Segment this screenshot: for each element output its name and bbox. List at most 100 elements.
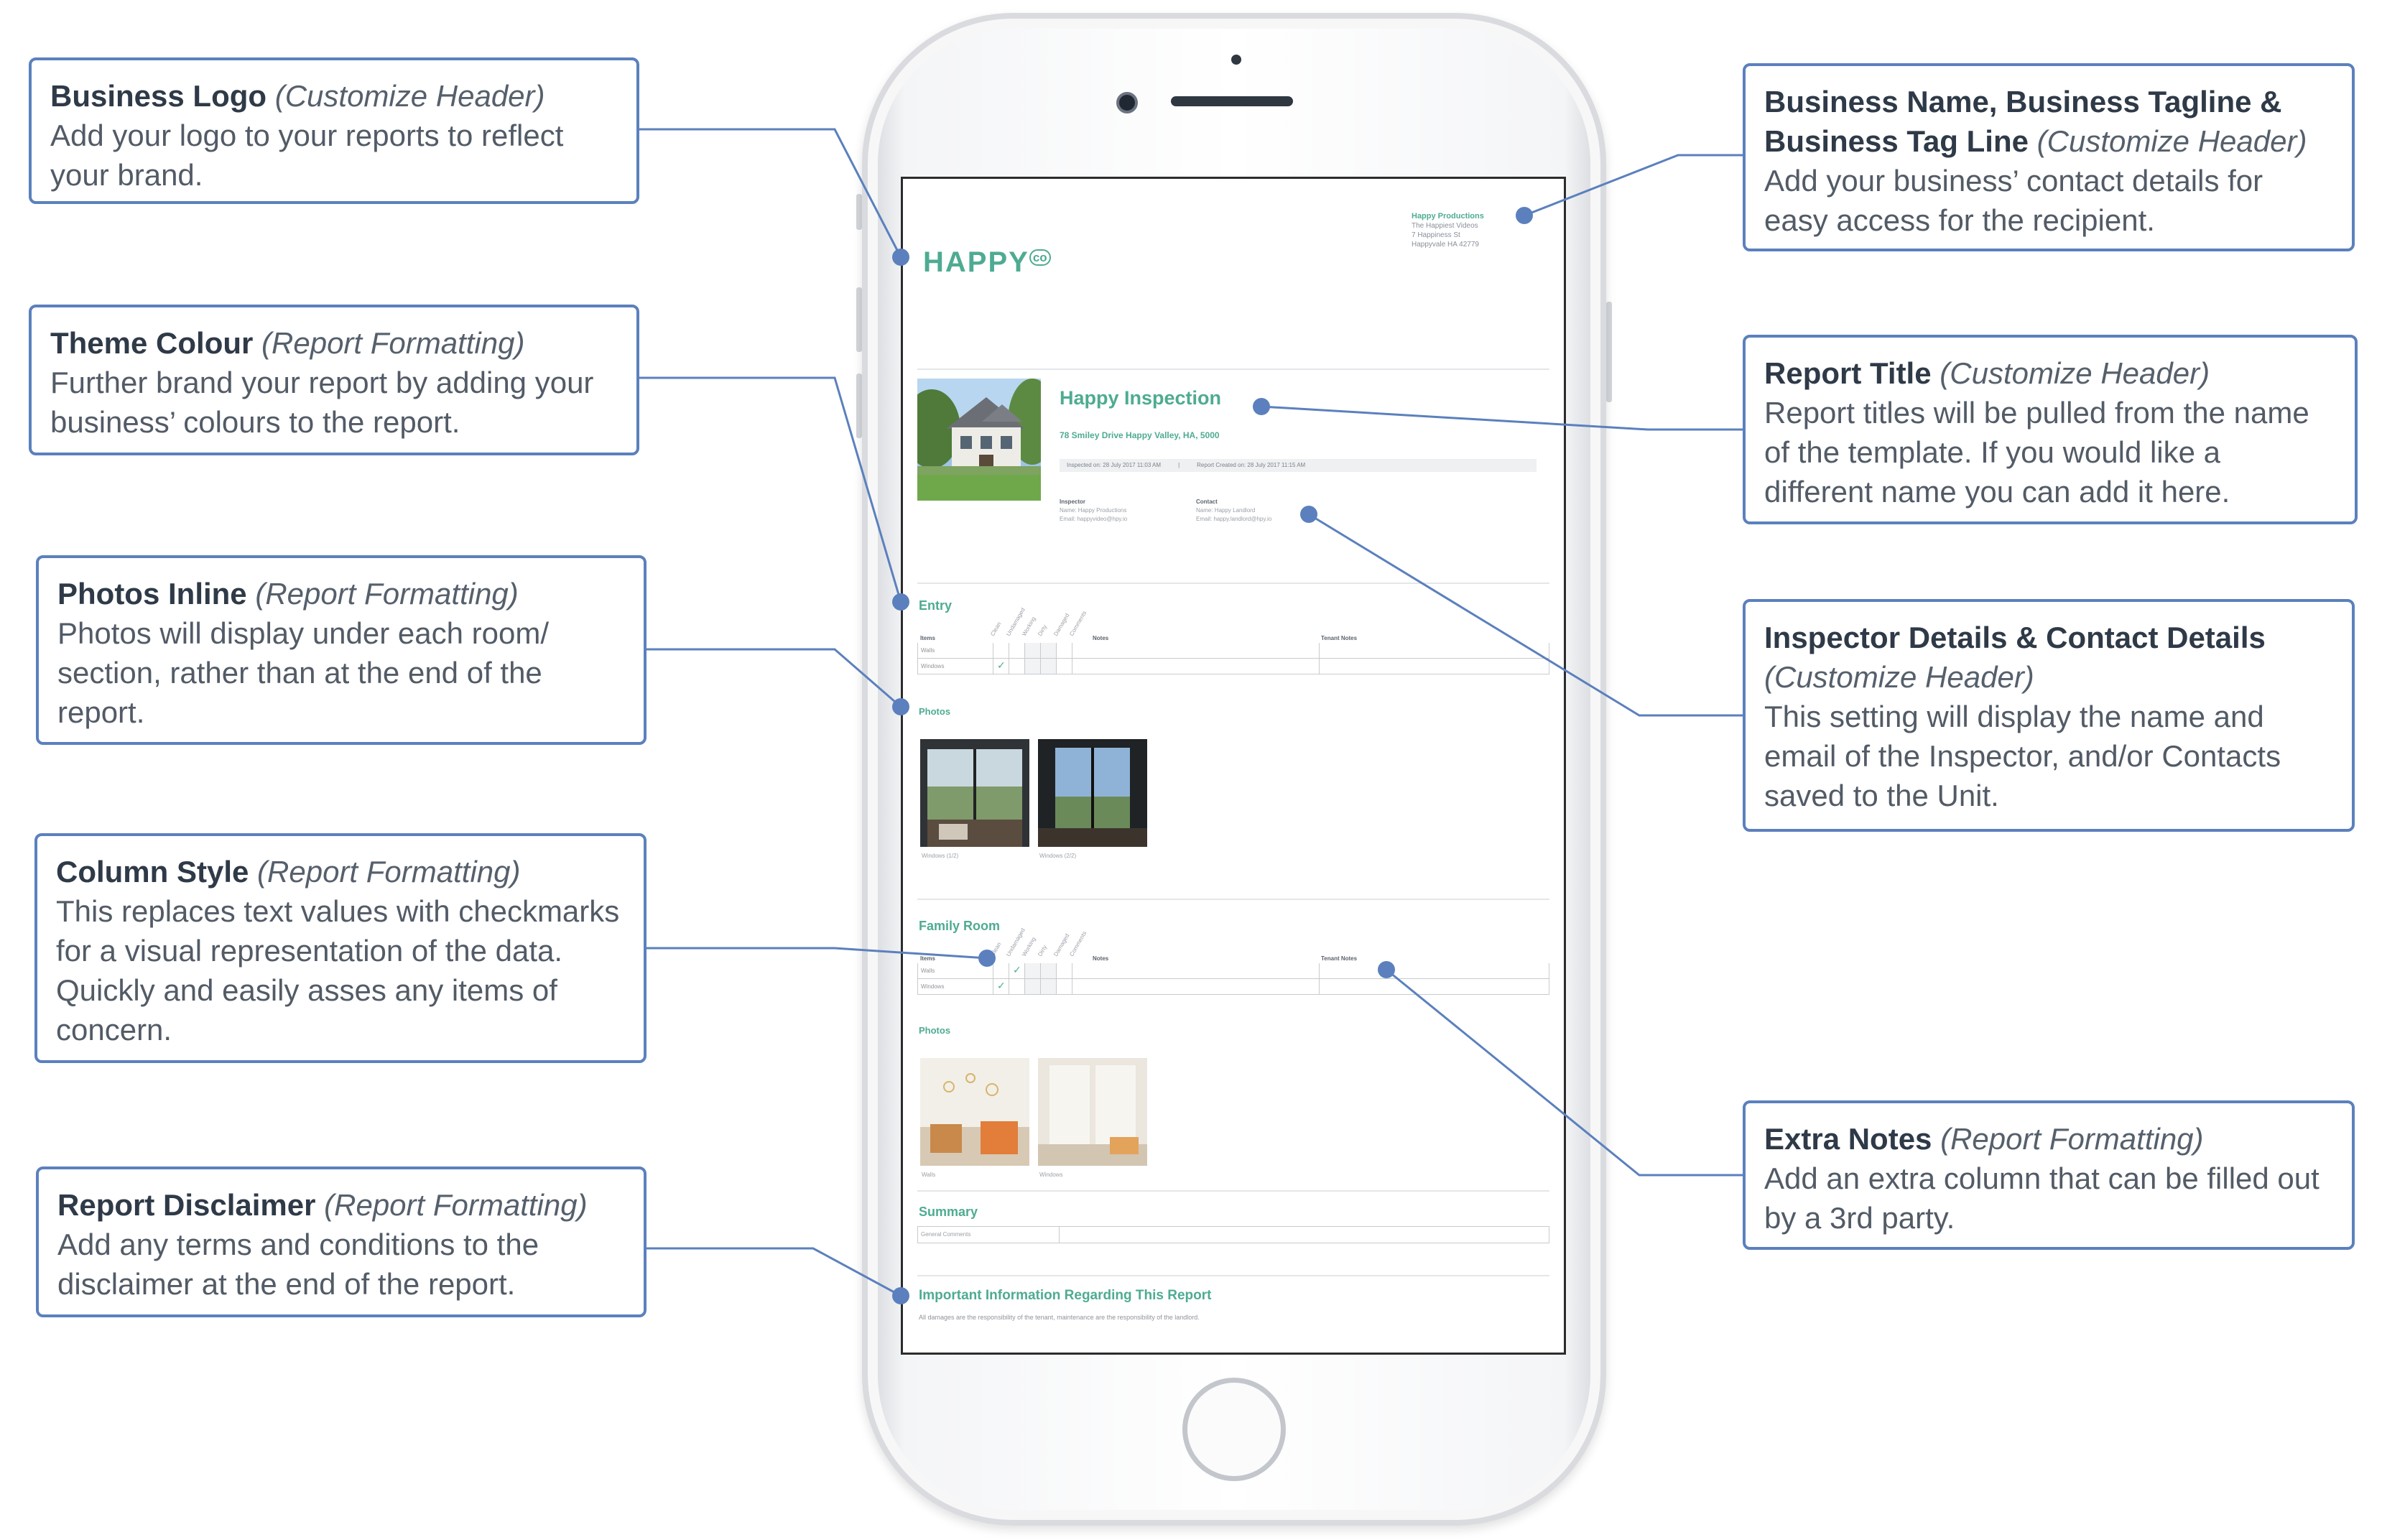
checkmark-icon: ✓ <box>997 659 1006 671</box>
callout-theme-colour: Theme Colour (Report Formatting) Further… <box>29 305 639 455</box>
callout-tag: (Report Formatting) <box>324 1188 588 1222</box>
callout-tag: (Customize Header) <box>1940 356 2210 390</box>
table-header: Items Notes Tenant Notes Clean Undamaged… <box>917 927 1549 963</box>
section-title-summary: Summary <box>919 1205 978 1219</box>
callout-tag: (Report Formatting) <box>257 855 521 889</box>
divider <box>917 1275 1549 1276</box>
callout-description: This setting will display the name and e… <box>1764 700 2281 812</box>
inspector-email: Email: happyvideo@hpy.io <box>1060 516 1128 522</box>
connector-report-title <box>1261 405 1743 431</box>
callout-photos-inline: Photos Inline (Report Formatting) Photos… <box>36 555 647 745</box>
photos-heading: Photos <box>919 706 951 717</box>
photo-caption: Windows (1/2) <box>922 853 959 859</box>
callout-description: Add your logo to your reports to reflect… <box>50 119 564 192</box>
callout-inspector-details: Inspector Details & Contact Details (Cus… <box>1743 599 2355 832</box>
connector-endpoint <box>1300 506 1317 523</box>
business-address-1: 7 Happiness St <box>1412 231 1460 239</box>
callout-description: Photos will display under each room/ sec… <box>57 616 550 729</box>
connector-report-disclaimer <box>647 1247 902 1297</box>
callout-report-disclaimer: Report Disclaimer (Report Formatting) Ad… <box>36 1166 647 1317</box>
section-title-family-room: Family Room <box>919 919 1001 933</box>
connector-endpoint <box>1516 207 1533 224</box>
connector-endpoint <box>892 249 909 266</box>
connector-endpoint <box>1253 398 1270 415</box>
callout-tag: (Report Formatting) <box>261 326 525 360</box>
connector-endpoint <box>1378 961 1395 978</box>
photos-heading: Photos <box>919 1025 951 1036</box>
callout-title: Inspector Details & Contact Details <box>1764 621 2266 654</box>
items-header: Items <box>920 955 935 962</box>
callout-description: Further brand your report by adding your… <box>50 366 594 439</box>
mute-switch <box>856 194 862 230</box>
connector-endpoint <box>892 698 909 715</box>
callout-title: Report Title <box>1764 356 1932 390</box>
inspector-label: Inspector <box>1060 498 1086 505</box>
camera-icon <box>1116 92 1138 113</box>
section-title-entry: Entry <box>919 598 953 613</box>
callout-report-title: Report Title (Customize Header) Report t… <box>1743 335 2358 524</box>
table-row: Walls <box>917 643 1549 659</box>
report-title: Happy Inspection <box>1060 387 1222 409</box>
photo-windows-1 <box>920 739 1029 847</box>
table-header: Items Notes Tenant Notes Clean Undamaged… <box>917 607 1549 643</box>
connector-endpoint <box>892 593 909 611</box>
row-label: Walls <box>921 968 935 974</box>
divider <box>917 583 1549 584</box>
connector-photos-inline <box>647 648 902 708</box>
callout-tag: (Report Formatting) <box>255 577 519 611</box>
contact-email: Email: happy.landlord@hpy.io <box>1196 516 1272 522</box>
inspector-name: Name: Happy Productions <box>1060 507 1127 514</box>
callout-description: Add any terms and conditions to the disc… <box>57 1228 539 1301</box>
photo-caption: Windows <box>1039 1172 1063 1178</box>
callout-extra-notes: Extra Notes (Report Formatting) Add an e… <box>1743 1100 2355 1250</box>
report-address: 78 Smiley Drive Happy Valley, HA, 5000 <box>1060 430 1220 440</box>
inspected-on: Inspected on: 28 July 2017 11:03 AM <box>1067 462 1162 468</box>
callout-title: Report Disclaimer <box>57 1188 316 1222</box>
checkmark-icon: ✓ <box>997 980 1006 991</box>
home-button[interactable] <box>1182 1378 1286 1481</box>
connector-column-style <box>647 947 988 960</box>
divider <box>917 899 1549 900</box>
connector-theme-colour <box>639 376 902 603</box>
photo-windows <box>1038 1058 1147 1166</box>
business-address-2: Happyvale HA 42779 <box>1412 241 1479 249</box>
connector-business-name <box>1524 154 1743 217</box>
callout-title: Photos Inline <box>57 577 247 611</box>
callout-tag: (Customize Header) <box>2036 124 2307 158</box>
callout-business-logo: Business Logo (Customize Header) Add you… <box>29 57 639 204</box>
callout-business-name: Business Name, Business Tagline & Busine… <box>1743 63 2355 251</box>
tenant-notes-header: Tenant Notes <box>1321 635 1358 641</box>
photo-caption: Walls <box>922 1172 936 1178</box>
power-button <box>1606 302 1612 402</box>
proximity-sensor <box>1231 55 1241 65</box>
logo-mark: co <box>1029 249 1051 266</box>
callout-description: Add your business’ contact details for e… <box>1764 164 2263 237</box>
callout-title: Theme Colour <box>50 326 254 360</box>
table-row: Walls ✓ <box>917 963 1549 979</box>
row-label: Windows <box>921 983 945 990</box>
report-dates: Inspected on: 28 July 2017 11:03 AM|Repo… <box>1060 459 1537 472</box>
callout-description: Add an extra column that can be filled o… <box>1764 1161 2320 1235</box>
family-room-table: Items Notes Tenant Notes Clean Undamaged… <box>917 927 1549 995</box>
callout-title: Business Name, Business Tagline & Busine… <box>1764 85 2282 158</box>
row-label: Walls <box>921 647 935 654</box>
callout-title: Column Style <box>56 855 249 889</box>
callout-tag: (Customize Header) <box>274 79 545 113</box>
photo-windows-2 <box>1038 739 1147 847</box>
items-header: Items <box>920 635 935 641</box>
photo-walls <box>920 1058 1029 1166</box>
checkmark-icon: ✓ <box>1013 964 1021 975</box>
row-label: Windows <box>921 663 945 669</box>
disclaimer-text: All damages are the responsibility of th… <box>919 1314 1200 1321</box>
connector-extra-notes <box>1386 968 1743 1177</box>
business-name: Happy Productions <box>1412 212 1484 221</box>
connector-endpoint <box>892 1287 909 1304</box>
callout-description: Report titles will be pulled from the na… <box>1764 396 2309 509</box>
divider <box>917 368 1549 370</box>
tenant-notes-header: Tenant Notes <box>1321 955 1358 962</box>
summary-table: General Comments <box>917 1226 1549 1243</box>
important-information-title: Important Information Regarding This Rep… <box>919 1288 1212 1303</box>
table-row: Windows ✓ <box>917 979 1549 995</box>
table-row: Windows ✓ <box>917 659 1549 674</box>
